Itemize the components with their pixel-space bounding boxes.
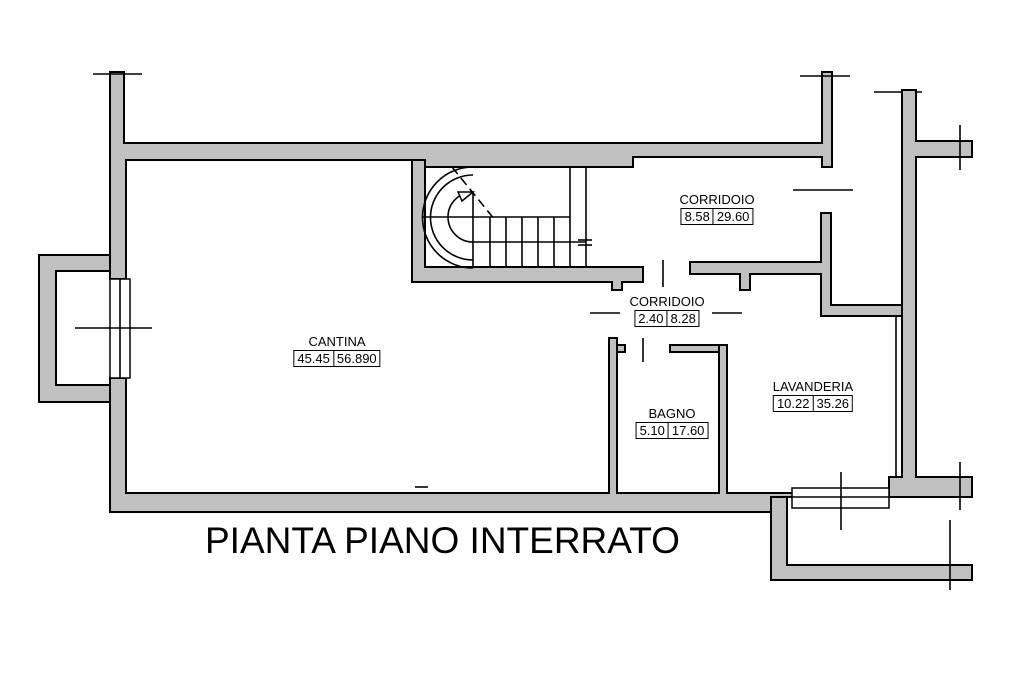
wall-corridor	[689, 212, 903, 317]
wall-right	[888, 89, 973, 498]
wall-bagno-right-top	[669, 344, 720, 353]
room-value-b: 8.28	[666, 311, 699, 326]
room-value-a: 45.45	[297, 351, 330, 366]
room-value-b: 35.26	[812, 396, 853, 411]
room-name: LAVANDERIA	[772, 379, 854, 394]
room-name: BAGNO	[648, 406, 696, 421]
plan-title: PIANTA PIANO INTERRATO	[205, 520, 680, 561]
room-value-a: 5.10	[639, 423, 665, 438]
wall-bagno-top	[616, 344, 626, 353]
wall-niche	[38, 254, 111, 403]
room-name: CORRIDOIO	[679, 192, 755, 207]
room-name: CANTINA	[308, 334, 366, 349]
room-value-b: 17.60	[667, 423, 708, 438]
room-value-b: 29.60	[712, 209, 753, 224]
staircase	[421, 166, 592, 269]
stair-arrow-icon	[456, 191, 476, 203]
wall-lightwell	[770, 496, 973, 581]
room-value-a: 10.22	[776, 396, 810, 411]
room-value-a: 8.58	[684, 209, 710, 224]
room-name: CORRIDOIO	[629, 294, 705, 309]
wall-left-lower	[109, 337, 890, 513]
room-value-b: 56.890	[332, 351, 380, 366]
wall-stair	[411, 159, 644, 291]
room-value-a: 2.40	[638, 311, 664, 326]
wall-left	[109, 71, 833, 280]
